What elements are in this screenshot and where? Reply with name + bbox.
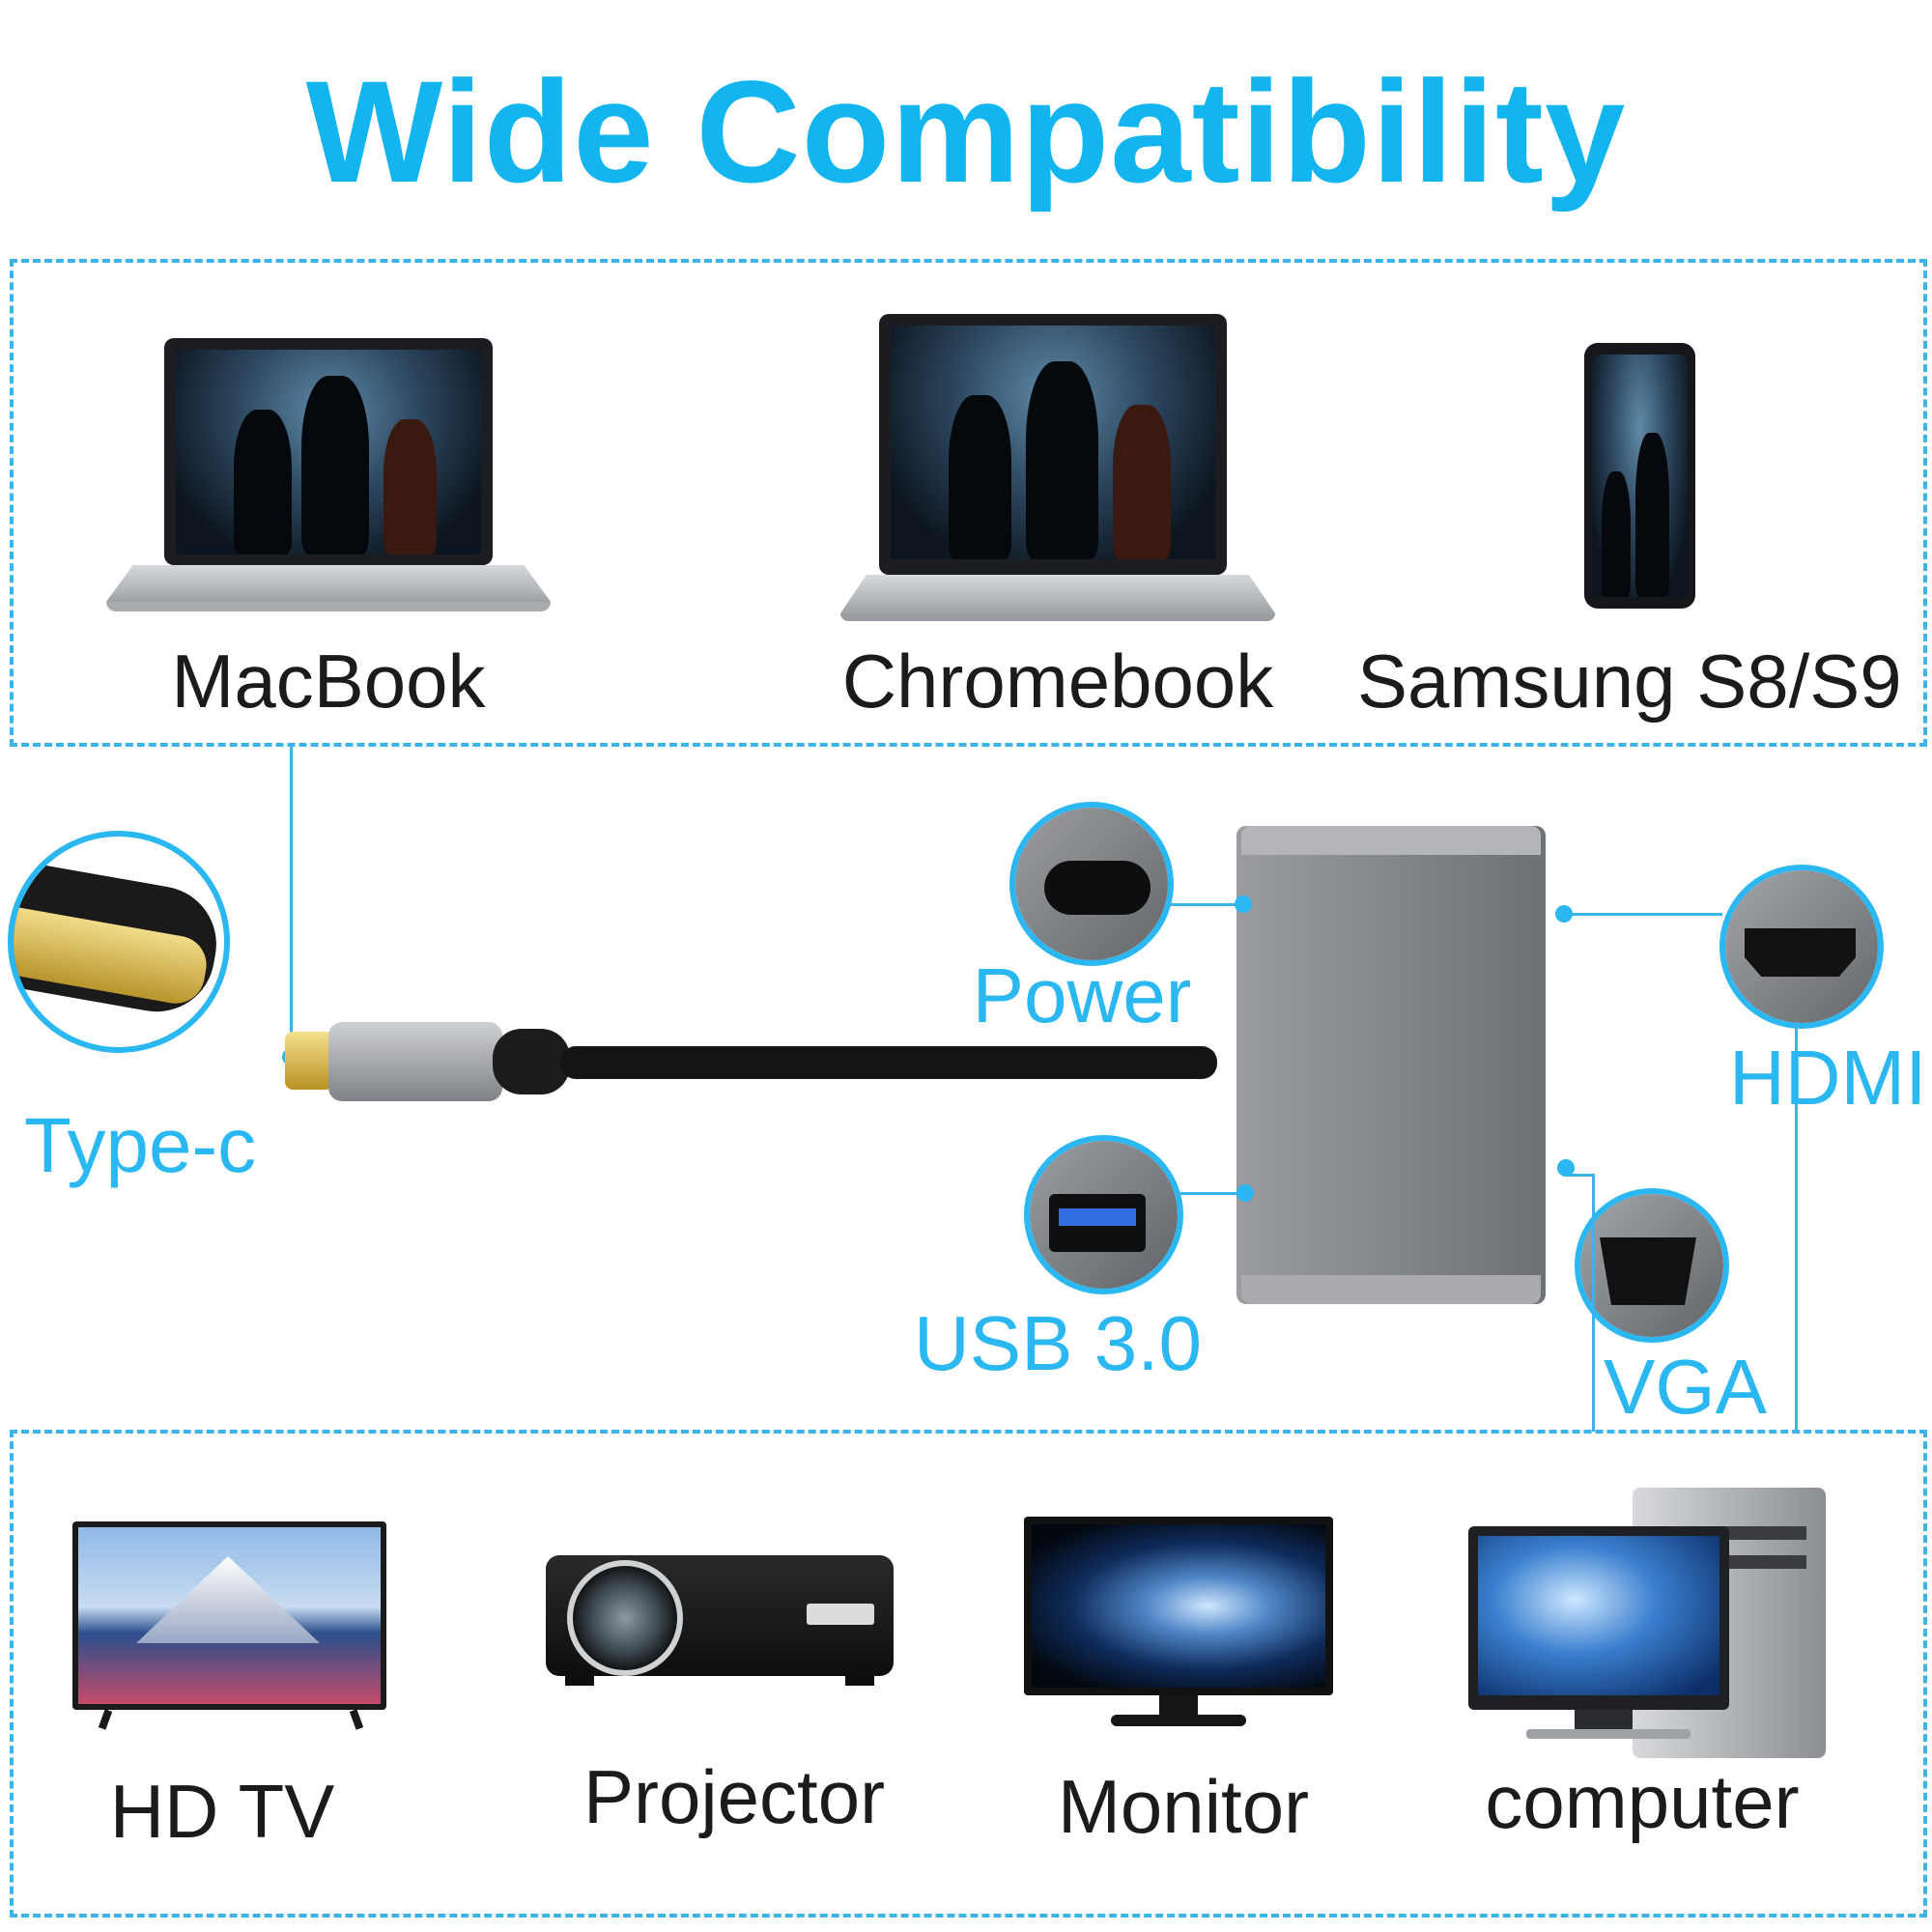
adapter-hub-body <box>1236 826 1546 1304</box>
hub-edge-top <box>1241 826 1541 855</box>
connector-dot-power <box>1235 895 1252 913</box>
device-label-computer: computer <box>1485 1759 1800 1844</box>
connector-line-vga-down <box>1592 1174 1595 1432</box>
typec-plug-housing <box>328 1022 502 1101</box>
hd-tv-icon <box>72 1521 386 1730</box>
port-label-power: Power <box>972 952 1192 1038</box>
port-label-hdmi: HDMI <box>1729 1035 1927 1121</box>
chromebook-laptop-icon <box>840 314 1275 623</box>
typec-connector-icon <box>8 831 230 1053</box>
connector-dot-hdmi <box>1555 905 1573 923</box>
samsung-smartphone-icon <box>1584 343 1695 609</box>
desktop-computer-icon <box>1468 1488 1826 1758</box>
macbook-laptop-icon <box>106 338 551 638</box>
device-label-monitor: Monitor <box>1057 1764 1310 1849</box>
device-label-chromebook: Chromebook <box>841 639 1274 724</box>
port-label-usb: USB 3.0 <box>914 1300 1202 1386</box>
hub-edge-bottom <box>1241 1275 1541 1304</box>
connector-line-power <box>1169 903 1241 906</box>
device-label-hd-tv: HD TV <box>109 1769 335 1854</box>
port-label-vga: VGA <box>1604 1344 1767 1430</box>
monitor-icon <box>1024 1517 1333 1729</box>
hdmi-port-icon <box>1719 865 1884 1029</box>
device-label-projector: Projector <box>582 1754 886 1839</box>
typec-plug <box>285 1032 333 1090</box>
projector-icon <box>546 1555 894 1686</box>
connector-line-hdmi <box>1563 913 1722 916</box>
adapter-cable <box>560 1046 1217 1079</box>
connector-line-hdmi-down <box>1795 1024 1798 1432</box>
cable-strain-relief <box>493 1029 570 1094</box>
connector-line-usb <box>1177 1192 1244 1195</box>
power-port-icon <box>1009 802 1174 966</box>
device-label-macbook: MacBook <box>171 639 486 724</box>
connector-line-typec <box>290 747 293 1056</box>
usb3-port-icon <box>1024 1135 1183 1294</box>
device-label-samsung: Samsung S8/S9 <box>1357 639 1902 724</box>
top-devices-box <box>10 259 1927 747</box>
connector-line-vga <box>1565 1174 1594 1177</box>
port-label-typec: Type-c <box>24 1102 257 1188</box>
vga-port-icon <box>1575 1188 1729 1343</box>
connector-dot-vga <box>1557 1159 1575 1177</box>
connector-dot-usb <box>1236 1184 1254 1202</box>
page-title: Wide Compatibility <box>305 50 1627 213</box>
bottom-devices-box <box>10 1430 1927 1918</box>
